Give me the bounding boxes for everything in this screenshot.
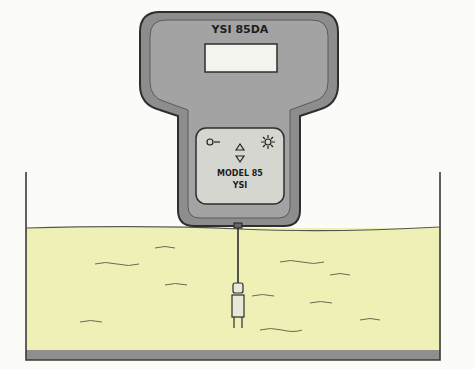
display-window [205, 44, 277, 72]
meter-body [140, 12, 338, 226]
water-surface [26, 227, 440, 231]
probe-cable [237, 226, 239, 285]
probe [232, 283, 244, 328]
panel-brand-text: YSI [233, 182, 248, 191]
keypad-panel [196, 128, 284, 204]
panel-model-text: MODEL 85 [217, 170, 263, 179]
model-title: YSI 85DA [212, 24, 269, 36]
water-ripples [80, 247, 380, 332]
keypad-symbols [207, 135, 275, 162]
water [26, 228, 440, 352]
meter-face [150, 20, 328, 218]
tank-bottom [26, 350, 440, 360]
cable-connector [234, 223, 242, 228]
